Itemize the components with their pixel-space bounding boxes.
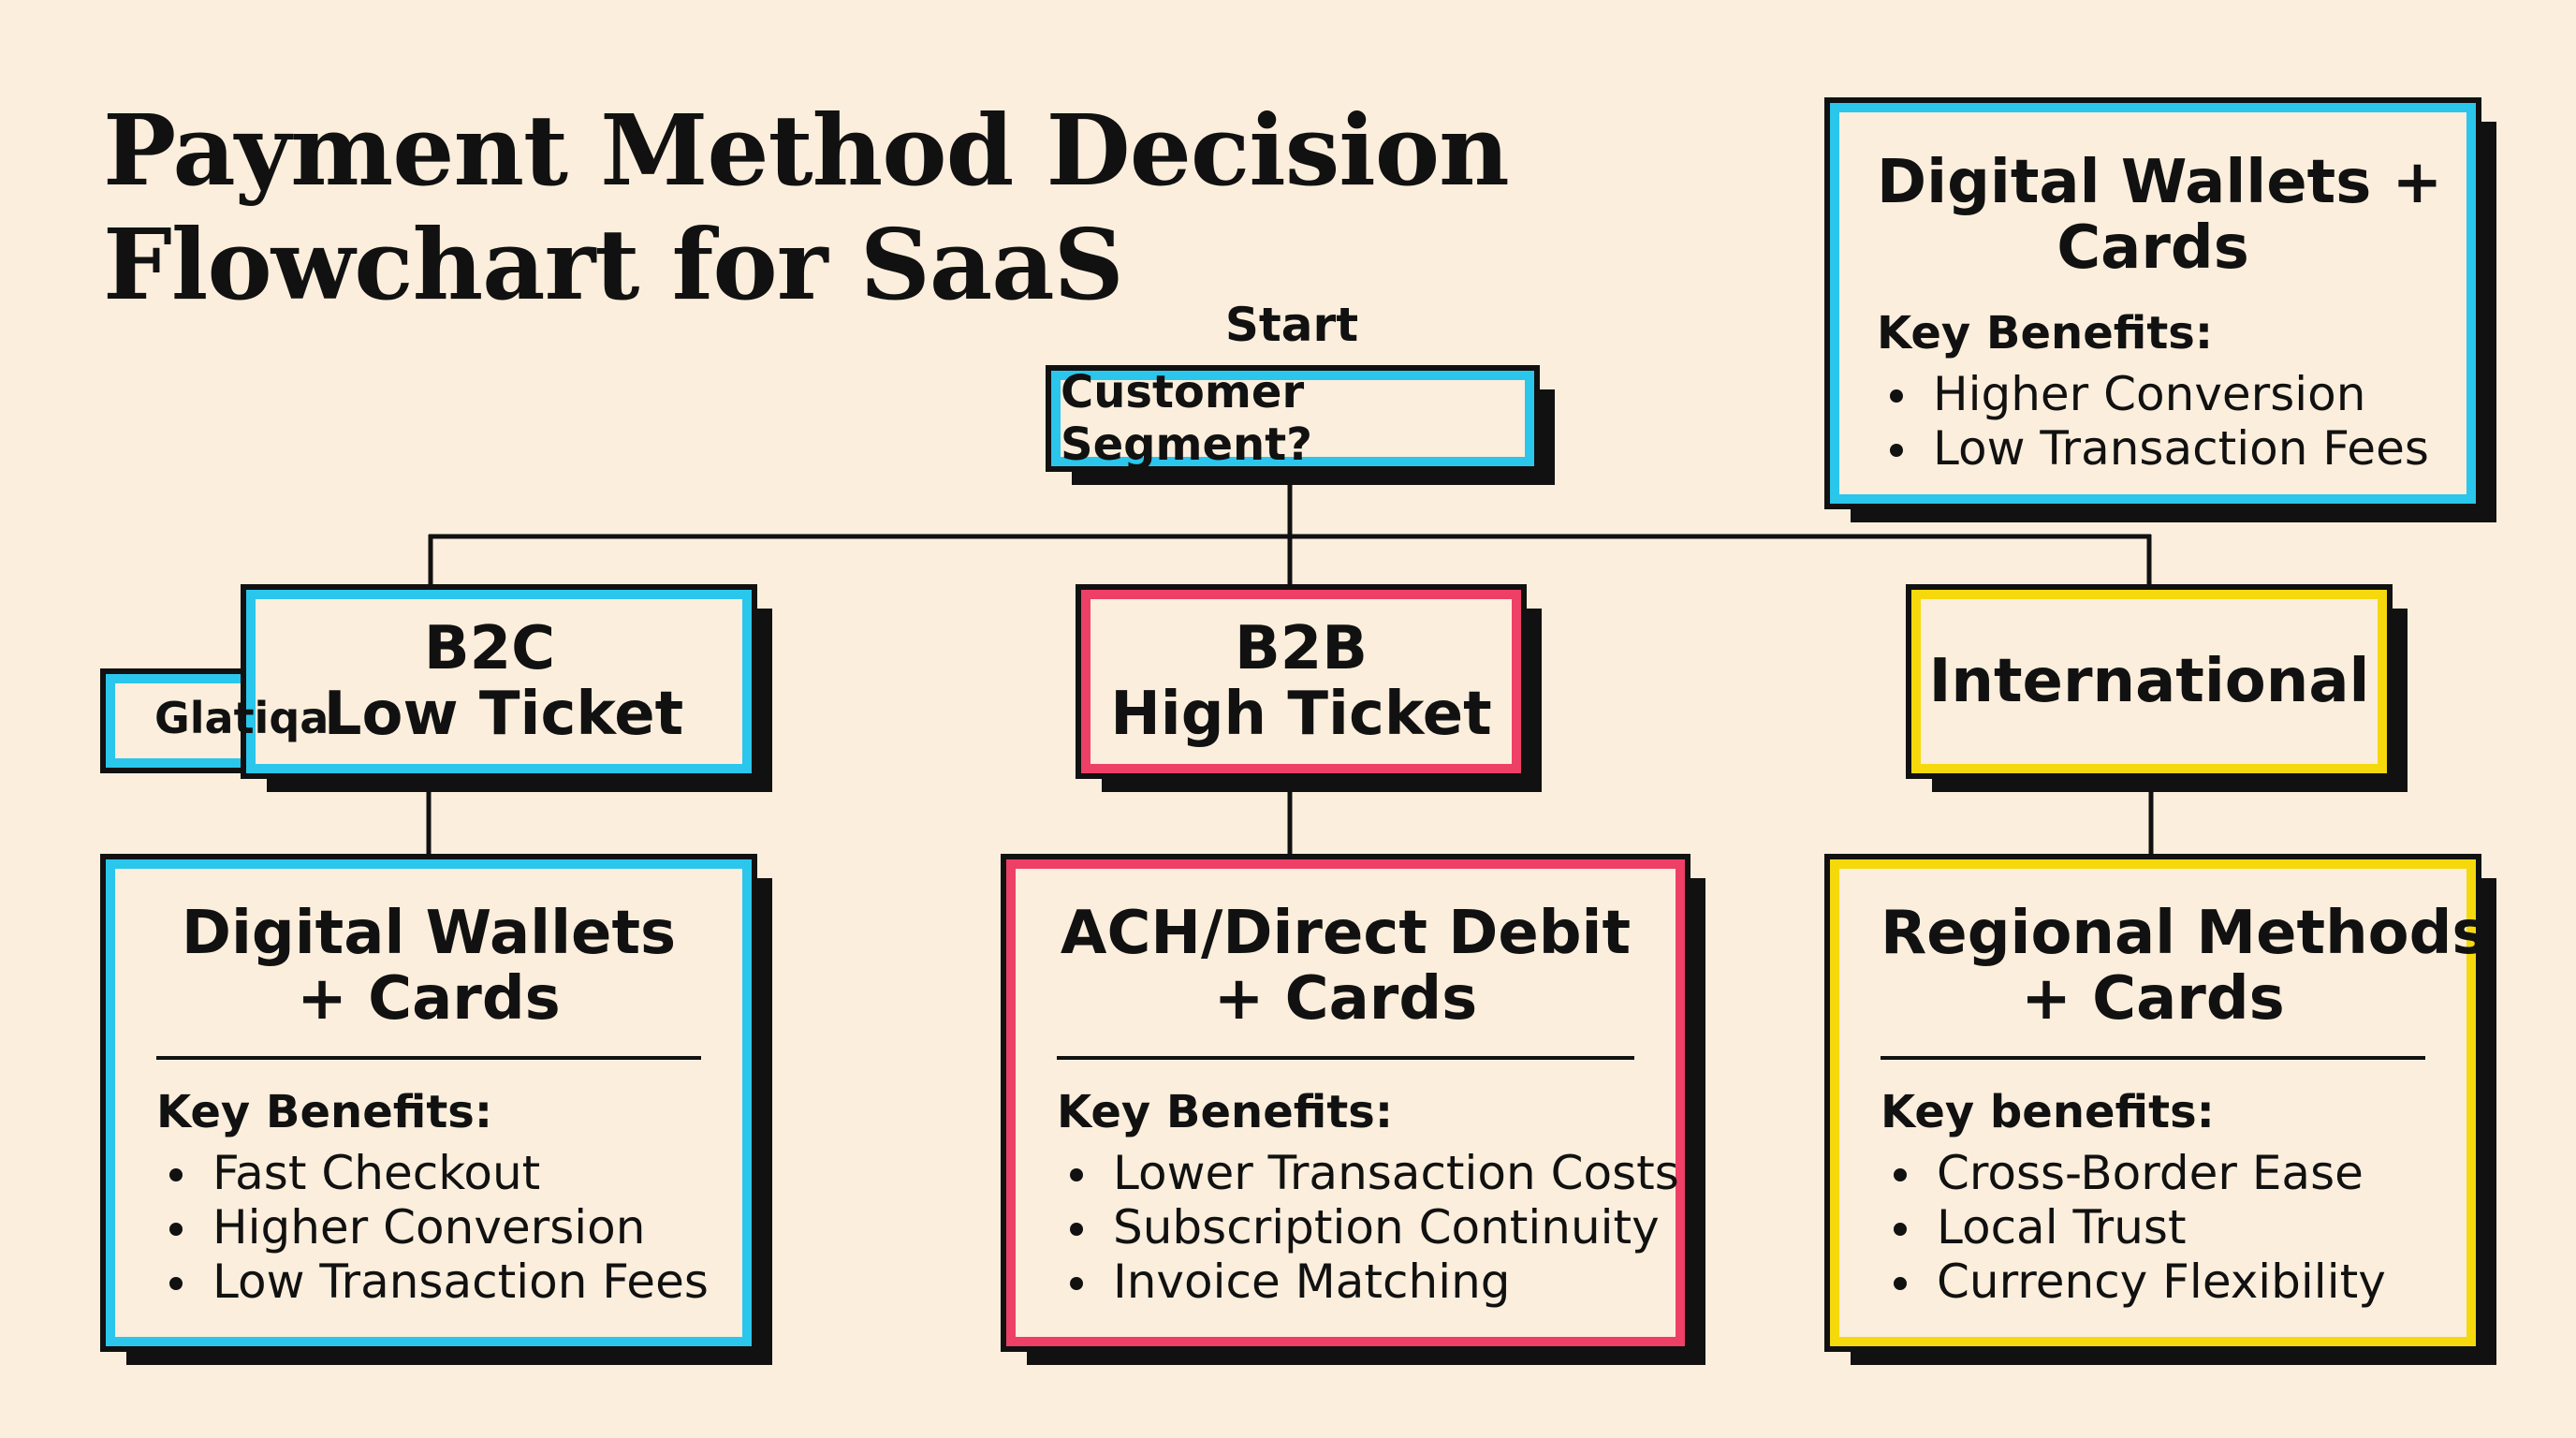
title-line-2: Flowchart for SaaS: [103, 207, 1124, 322]
card-ach-direct-debit-title: ACH/Direct Debit + Cards: [1057, 901, 1634, 1032]
card-title-line-1: ACH/Direct Debit: [1060, 899, 1632, 968]
start-label: Start: [1224, 298, 1359, 352]
card-digital-wallets: Digital Wallets + Cards Key Benefits: Fa…: [100, 854, 757, 1352]
b2c-tab-label: Glatiqa: [154, 693, 329, 743]
benefits-list: Cross-Border Ease Local Trust Currency F…: [1881, 1146, 2425, 1309]
benefit-item: Local Trust: [1881, 1200, 2425, 1255]
key-benefits-heading: Key benefits:: [1881, 1086, 2215, 1138]
key-benefits-heading: Key Benefits:: [1057, 1086, 1394, 1138]
flowchart-title: Payment Method Decision Flowchart for Sa…: [103, 93, 1510, 322]
benefit-item: Higher Conversion: [156, 1200, 701, 1255]
segment-b2c-line-1: B2C: [423, 614, 556, 683]
benefits-list: Higher Conversion Low Transaction Fees: [1877, 367, 2429, 476]
segment-b2b-line-2: High Ticket: [1110, 680, 1492, 749]
benefit-item: Cross-Border Ease: [1881, 1146, 2425, 1200]
benefit-item: Subscription Continuity: [1057, 1200, 1660, 1255]
customer-segment-question: Customer Segment?: [1046, 365, 1540, 472]
top-card-title-line-1: Digital Wallets +: [1877, 148, 2443, 217]
benefit-item: Higher Conversion: [1877, 367, 2429, 421]
segment-b2b: B2B High Ticket: [1076, 584, 1527, 779]
card-regional-methods-title: Regional Methods + Cards: [1881, 899, 2488, 1034]
benefit-item: Lower Transaction Costs: [1057, 1146, 1679, 1200]
segment-b2c-line-2: Low Ticket: [323, 680, 684, 749]
top-card-title: Digital Wallets + Cards: [1877, 148, 2443, 283]
key-benefits-heading: Key Benefits:: [156, 1086, 493, 1138]
card-divider: [1057, 1056, 1634, 1060]
segment-international: International: [1906, 584, 2393, 779]
key-benefits-heading: Key Benefits:: [1877, 307, 2214, 360]
card-divider: [1881, 1056, 2425, 1060]
segment-b2c: B2C Low Ticket: [241, 584, 757, 779]
card-title-line-1: Digital Wallets: [181, 899, 677, 968]
segment-b2b-line-1: B2B: [1234, 614, 1368, 683]
card-regional-methods: Regional Methods + Cards Key benefits: C…: [1824, 854, 2488, 1352]
benefits-list: Lower Transaction Costs Subscription Con…: [1057, 1146, 1679, 1309]
benefit-item: Fast Checkout: [156, 1146, 701, 1200]
card-title-line-2: + Cards: [297, 964, 561, 1034]
benefits-list: Fast Checkout Higher Conversion Low Tran…: [156, 1146, 709, 1309]
title-line-1: Payment Method Decision: [103, 93, 1510, 208]
card-title-line-2: + Cards: [2021, 964, 2285, 1034]
card-digital-wallets-title: Digital Wallets + Cards: [156, 901, 701, 1032]
card-ach-direct-debit: ACH/Direct Debit + Cards Key Benefits: L…: [1001, 854, 1690, 1352]
card-title-line-2: + Cards: [1213, 964, 1478, 1034]
top-card-title-line-2: Cards: [2056, 213, 2249, 283]
segment-international-label: International: [1928, 647, 2370, 716]
benefit-item: Low Transaction Fees: [1877, 421, 2429, 476]
benefit-item: Currency Flexibility: [1881, 1255, 2425, 1309]
card-title-line-1: Regional Methods: [1881, 899, 2488, 968]
card-top-digital-wallets: Digital Wallets + Cards Key Benefits: Hi…: [1824, 97, 2481, 509]
card-divider: [156, 1056, 701, 1060]
benefit-item: Invoice Matching: [1057, 1255, 1634, 1309]
benefit-item: Low Transaction Fees: [156, 1255, 709, 1309]
